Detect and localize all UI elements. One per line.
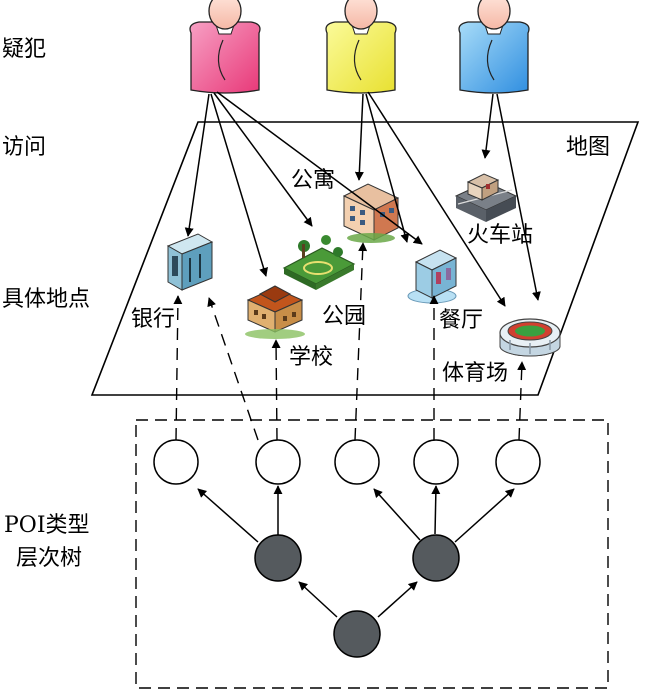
- place-label-park: 公园: [322, 304, 367, 329]
- row-label-suspects: 疑犯: [2, 37, 47, 62]
- person-icon: [458, 0, 530, 94]
- restaurant-building-icon: [407, 249, 458, 304]
- visit-arrows: [184, 91, 541, 307]
- tree-edges: [197, 485, 515, 618]
- map-label: 地图: [566, 135, 611, 160]
- place-label-restaurant: 餐厅: [439, 308, 484, 333]
- row-label-poi-line1: POI类型: [4, 513, 90, 538]
- leaf-node: [153, 439, 199, 485]
- leaf-node: [495, 439, 541, 485]
- inner-node: [412, 534, 460, 582]
- leaf-node: [255, 439, 301, 485]
- bank-building-icon: [166, 233, 214, 291]
- mapping-arrows: [173, 242, 527, 441]
- tree-inner-nodes: [254, 534, 460, 658]
- row-label-places: 具体地点: [2, 287, 91, 312]
- suspect-1: [189, 0, 261, 94]
- place-label-bank: 银行: [131, 307, 176, 332]
- park-icon: [282, 235, 356, 290]
- school-building-icon: [245, 285, 305, 339]
- place-label-stadium: 体育场: [442, 361, 509, 386]
- place-label-station: 火车站: [467, 223, 534, 248]
- tree-leaf-nodes: [153, 439, 541, 485]
- person-icon: [325, 0, 397, 94]
- row-label-visit: 访问: [2, 135, 47, 160]
- person-icon: [189, 0, 261, 94]
- root-node: [333, 610, 381, 658]
- apartment-building-icon: [342, 183, 400, 243]
- inner-node: [254, 534, 302, 582]
- place-label-apartment: 公寓: [291, 168, 336, 193]
- train-station-icon: [454, 173, 518, 222]
- place-label-school: 学校: [289, 345, 334, 370]
- poi-tree-frame: [135, 419, 609, 689]
- leaf-node: [334, 439, 380, 485]
- suspect-2: [325, 0, 397, 94]
- suspect-3: [458, 0, 530, 94]
- map-plane: [90, 121, 640, 396]
- stadium-icon: [499, 318, 561, 357]
- row-label-poi-line2: 层次树: [16, 546, 83, 571]
- leaf-node: [413, 439, 459, 485]
